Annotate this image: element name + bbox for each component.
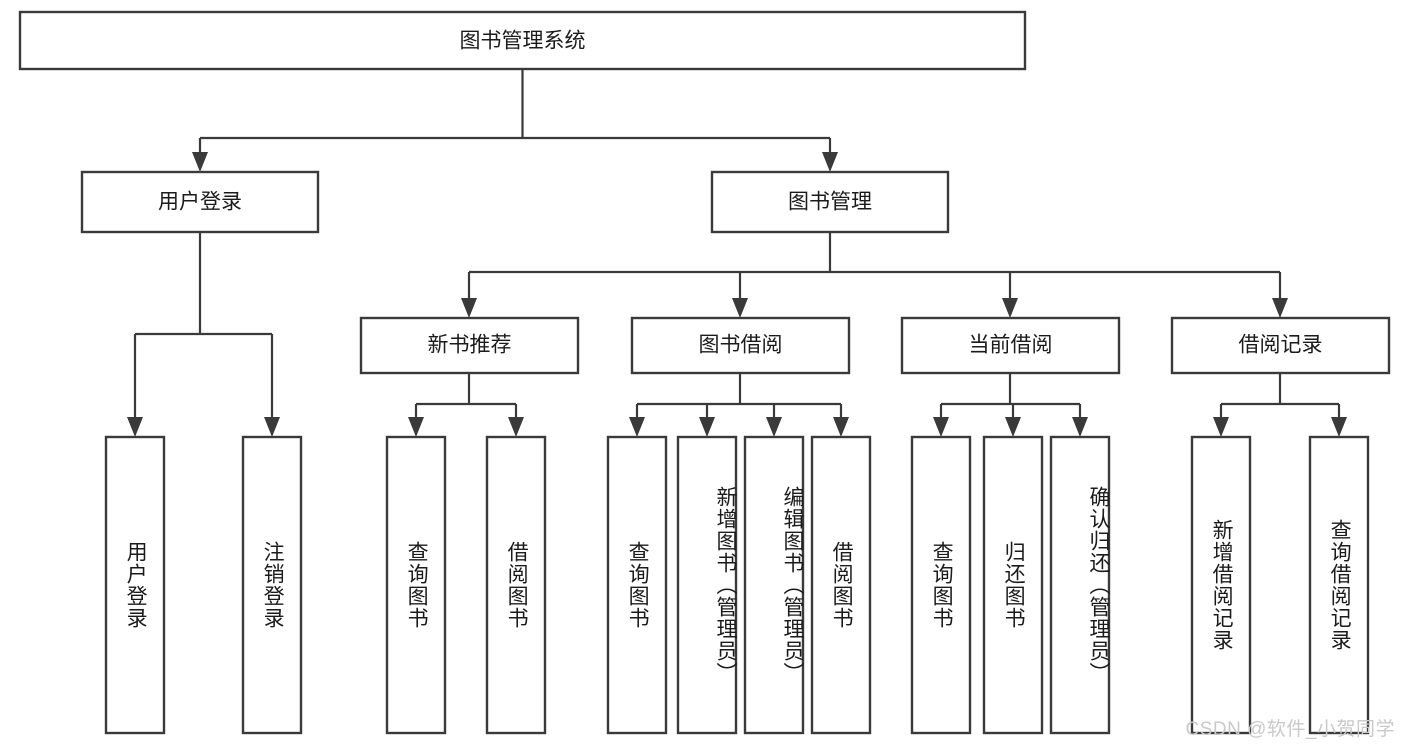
arrow-head-leaf-query-book-2 [629, 417, 645, 437]
node-leaf-borrow-book-1-box[interactable] [485, 435, 547, 735]
leaf-box-layer [104, 435, 1370, 735]
arrow-head-leaf-query-book-3 [933, 417, 949, 437]
node-book-borrow-box[interactable] [630, 316, 851, 375]
csdn-watermark: CSDN @软件_小贺同学 [1185, 719, 1395, 740]
node-book-manage-label: 图书管理 [788, 191, 872, 214]
node-leaf-add-record-box[interactable] [1190, 435, 1252, 735]
node-leaf-query-record-box[interactable] [1308, 435, 1370, 735]
arrow-head-leaf-user-login [127, 417, 143, 437]
connector-layer [127, 69, 1347, 437]
node-root-label: 图书管理系统 [460, 30, 586, 53]
node-leaf-query-book-2-box[interactable] [606, 435, 668, 735]
node-current-borrow-label: 当前借阅 [969, 334, 1053, 357]
arrow-head-leaf-query-book-1 [408, 417, 424, 437]
node-user-login-box[interactable] [80, 170, 320, 234]
node-new-book-recommend-label: 新书推荐 [428, 334, 512, 357]
arrow-head-book-manage [822, 152, 838, 172]
node-leaf-query-book-3-box[interactable] [910, 435, 972, 735]
node-root-box[interactable] [18, 10, 1027, 71]
node-book-borrow[interactable]: 图书借阅 [630, 316, 851, 375]
arrow-head-leaf-add-book [699, 417, 715, 437]
node-leaf-add-book-box[interactable] [676, 435, 738, 735]
node-root[interactable]: 图书管理系统 [18, 10, 1027, 71]
node-leaf-return-book-box[interactable] [982, 435, 1044, 735]
arrow-head-leaf-confirm-return [1072, 417, 1088, 437]
arrow-head-leaf-add-record [1213, 417, 1229, 437]
arrow-head-leaf-logout [264, 417, 280, 437]
node-book-borrow-label: 图书借阅 [699, 334, 783, 357]
node-book-manage-box[interactable] [710, 170, 950, 234]
node-leaf-borrow-book-2-box[interactable] [810, 435, 872, 735]
node-new-book-recommend-box[interactable] [359, 316, 580, 375]
arrow-head-leaf-edit-book [766, 417, 782, 437]
arrow-head-leaf-borrow-book-2 [833, 417, 849, 437]
node-borrow-record[interactable]: 借阅记录 [1170, 316, 1391, 375]
node-new-book-recommend[interactable]: 新书推荐 [359, 316, 580, 375]
node-current-borrow[interactable]: 当前借阅 [900, 316, 1121, 375]
node-current-borrow-box[interactable] [900, 316, 1121, 375]
arrow-head-user-login [192, 152, 208, 172]
node-leaf-logout-box[interactable] [241, 435, 303, 735]
node-user-login[interactable]: 用户登录 [80, 170, 320, 234]
arrow-head-new-book-recommend [461, 298, 477, 318]
node-book-manage[interactable]: 图书管理 [710, 170, 950, 234]
node-leaf-user-login-box[interactable] [104, 435, 166, 735]
arrow-head-current-borrow [1002, 298, 1018, 318]
node-user-login-label: 用户登录 [158, 191, 242, 214]
arrow-head-leaf-borrow-book-1 [508, 417, 524, 437]
node-leaf-query-book-1-box[interactable] [385, 435, 447, 735]
node-borrow-record-label: 借阅记录 [1239, 334, 1323, 357]
arrow-head-leaf-query-record [1331, 417, 1347, 437]
arrow-head-borrow-record [1272, 298, 1288, 318]
arrow-head-leaf-return-book [1005, 417, 1021, 437]
node-leaf-confirm-return-box[interactable] [1049, 435, 1111, 735]
arrow-head-book-borrow [732, 298, 748, 318]
node-borrow-record-box[interactable] [1170, 316, 1391, 375]
node-leaf-edit-book-box[interactable] [743, 435, 805, 735]
